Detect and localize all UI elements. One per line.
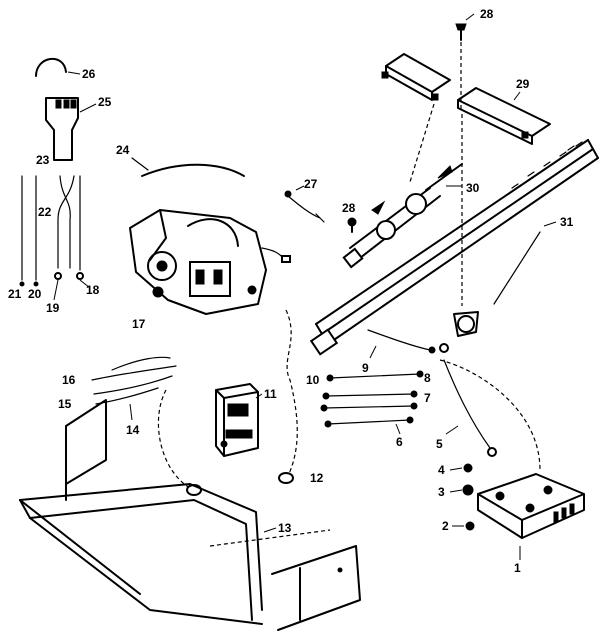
label-25: 25: [98, 95, 112, 109]
label-13: 13: [278, 521, 292, 535]
wire-harness-18-23: [19, 175, 91, 301]
label-12: 12: [310, 471, 324, 485]
label-2: 2: [442, 519, 449, 533]
label-18: 18: [86, 283, 100, 297]
rail-teeth: [511, 141, 583, 189]
label-5: 5: [436, 437, 443, 451]
label-15: 15: [58, 397, 72, 411]
label-20: 20: [28, 287, 42, 301]
label-8: 8: [424, 371, 431, 385]
label-31: 31: [560, 215, 574, 229]
label-17: 17: [132, 317, 146, 331]
main-rail: [309, 139, 599, 356]
label-7: 7: [424, 391, 431, 405]
rods-14-16: [91, 356, 177, 421]
part-30-trolley: [342, 163, 463, 269]
part-29-bracket-right: [457, 87, 551, 145]
label-23: 23: [36, 153, 50, 167]
label-22: 22: [38, 205, 52, 219]
label-1: 1: [514, 561, 521, 575]
part-27-cable: [284, 185, 325, 223]
label-3: 3: [438, 485, 445, 499]
label-30: 30: [466, 181, 480, 195]
label-10: 10: [306, 373, 320, 387]
part-8-cable: [326, 370, 424, 382]
part-labels: 26 25 23 22 21 20 19 18 24 17 27 28 28 2…: [8, 7, 574, 575]
part-12-pulley: [186, 472, 294, 496]
part-11-relay: [215, 383, 263, 457]
label-6: 6: [396, 435, 403, 449]
label-24: 24: [116, 143, 130, 157]
label-28-mid: 28: [342, 201, 356, 215]
assembly-guides: [157, 42, 541, 547]
label-29: 29: [516, 77, 530, 91]
part-6-cable: [324, 416, 414, 435]
label-16: 16: [62, 373, 76, 387]
label-28-top: 28: [480, 7, 494, 21]
part-28-screw-mid: [347, 217, 357, 233]
part-31-arm: [453, 221, 557, 337]
part-29-bracket-left: [381, 53, 451, 101]
label-19: 19: [46, 301, 60, 315]
part-26-hook: [35, 57, 81, 77]
label-26: 26: [82, 67, 96, 81]
label-21: 21: [8, 287, 22, 301]
part-25-connector: [45, 97, 97, 161]
part-28-screw-top: [455, 13, 475, 41]
label-4: 4: [438, 463, 445, 477]
label-11: 11: [264, 387, 277, 401]
label-27: 27: [304, 177, 318, 191]
fasteners-2-4: [449, 463, 475, 531]
label-9: 9: [362, 361, 369, 375]
part-1-control-box: [477, 473, 585, 560]
part-17-motor-unit: [129, 209, 291, 315]
part-7-cable: [320, 390, 418, 412]
part-5-rod: [443, 359, 497, 457]
part-9-link: [367, 329, 449, 359]
part-13-mounting-frame: [19, 399, 361, 631]
part-24-curved-rod: [131, 157, 245, 177]
label-14: 14: [126, 423, 140, 437]
